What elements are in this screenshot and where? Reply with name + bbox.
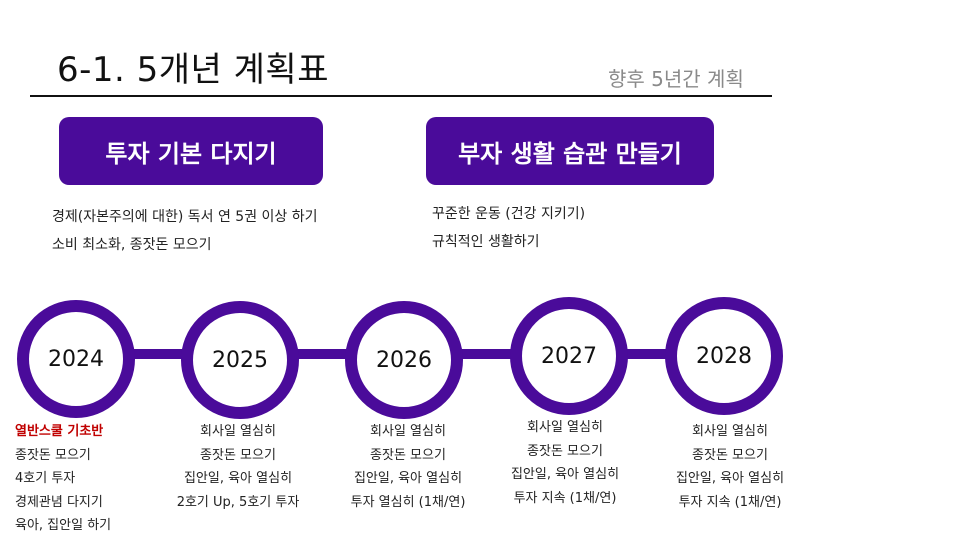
plan-item: 회사일 열심히 [692,424,768,439]
timeline-year: 2026 [376,347,432,373]
timeline-node-2024: 2024 [17,300,135,418]
plan-list-2024: 열반스쿨 기초반 종잣돈 모으기 4호기 투자 경제관념 다지기 육아, 집안일… [15,420,111,538]
timeline-year: 2027 [541,343,597,369]
goal-detail-item: 경제(자본주의에 대한) 독서 연 5권 이상 하기 [52,209,318,225]
title-divider [30,95,772,97]
plan-list-2028: 회사일 열심히 종잣돈 모으기 집안일, 육아 열심히 투자 지속 (1채/연) [660,420,800,514]
page-title: 6-1. 5개년 계획표 [57,50,329,90]
plan-item: 종잣돈 모으기 [15,447,91,463]
plan-item: 집안일, 육아 열심히 [675,471,785,486]
plan-list-2025: 회사일 열심히 종잣돈 모으기 집안일, 육아 열심히 2호기 Up, 5호기 … [168,420,308,514]
timeline-node-2025: 2025 [181,301,299,419]
plan-item: 회사일 열심히 [527,420,603,435]
plan-item: 경제관념 다지기 [15,494,103,510]
timeline-node-2027: 2027 [510,297,628,415]
page-subtitle: 향후 5년간 계획 [608,67,744,91]
goal-details-investment-basics: 경제(자본주의에 대한) 독서 연 5권 이상 하기 소비 최소화, 종잣돈 모… [52,203,318,259]
plan-item: 회사일 열심히 [370,424,446,439]
plan-item-highlight: 열반스쿨 기초반 [15,424,104,439]
goal-box-investment-basics: 투자 기본 다지기 [59,117,323,185]
plan-list-2026: 회사일 열심히 종잣돈 모으기 집안일, 육아 열심히 투자 열심히 (1채/연… [338,420,478,514]
timeline-year: 2024 [48,346,104,372]
timeline-year: 2025 [212,347,268,373]
plan-item: 종잣돈 모으기 [200,447,276,463]
plan-item: 4호기 투자 [15,471,76,486]
goal-detail-item: 꾸준한 운동 (건강 지키기) [432,206,586,222]
plan-item: 투자 지속 (1채/연) [678,494,782,510]
plan-item: 2호기 Up, 5호기 투자 [176,494,300,510]
plan-list-2027: 회사일 열심히 종잣돈 모으기 집안일, 육아 열심히 투자 지속 (1채/연) [500,416,630,510]
plan-item: 육아, 집안일 하기 [15,518,112,533]
plan-item: 종잣돈 모으기 [527,443,603,459]
goal-detail-item: 소비 최소화, 종잣돈 모으기 [52,237,212,253]
plan-item: 집안일, 육아 열심히 [510,467,620,482]
plan-item: 종잣돈 모으기 [370,447,446,463]
timeline-node-2028: 2028 [665,297,783,415]
plan-item: 투자 지속 (1채/연) [513,490,617,506]
timeline-year: 2028 [696,343,752,369]
goal-detail-item: 규칙적인 생활하기 [432,234,540,250]
plan-item: 회사일 열심히 [200,424,276,439]
plan-item: 집안일, 육아 열심히 [353,471,463,486]
plan-item: 집안일, 육아 열심히 [183,471,293,486]
goal-box-rich-habits: 부자 생활 습관 만들기 [426,117,714,185]
goal-details-rich-habits: 꾸준한 운동 (건강 지키기) 규칙적인 생활하기 [432,200,585,256]
plan-item: 투자 열심히 (1채/연) [350,494,466,510]
timeline-node-2026: 2026 [345,301,463,419]
plan-item: 종잣돈 모으기 [692,447,768,463]
